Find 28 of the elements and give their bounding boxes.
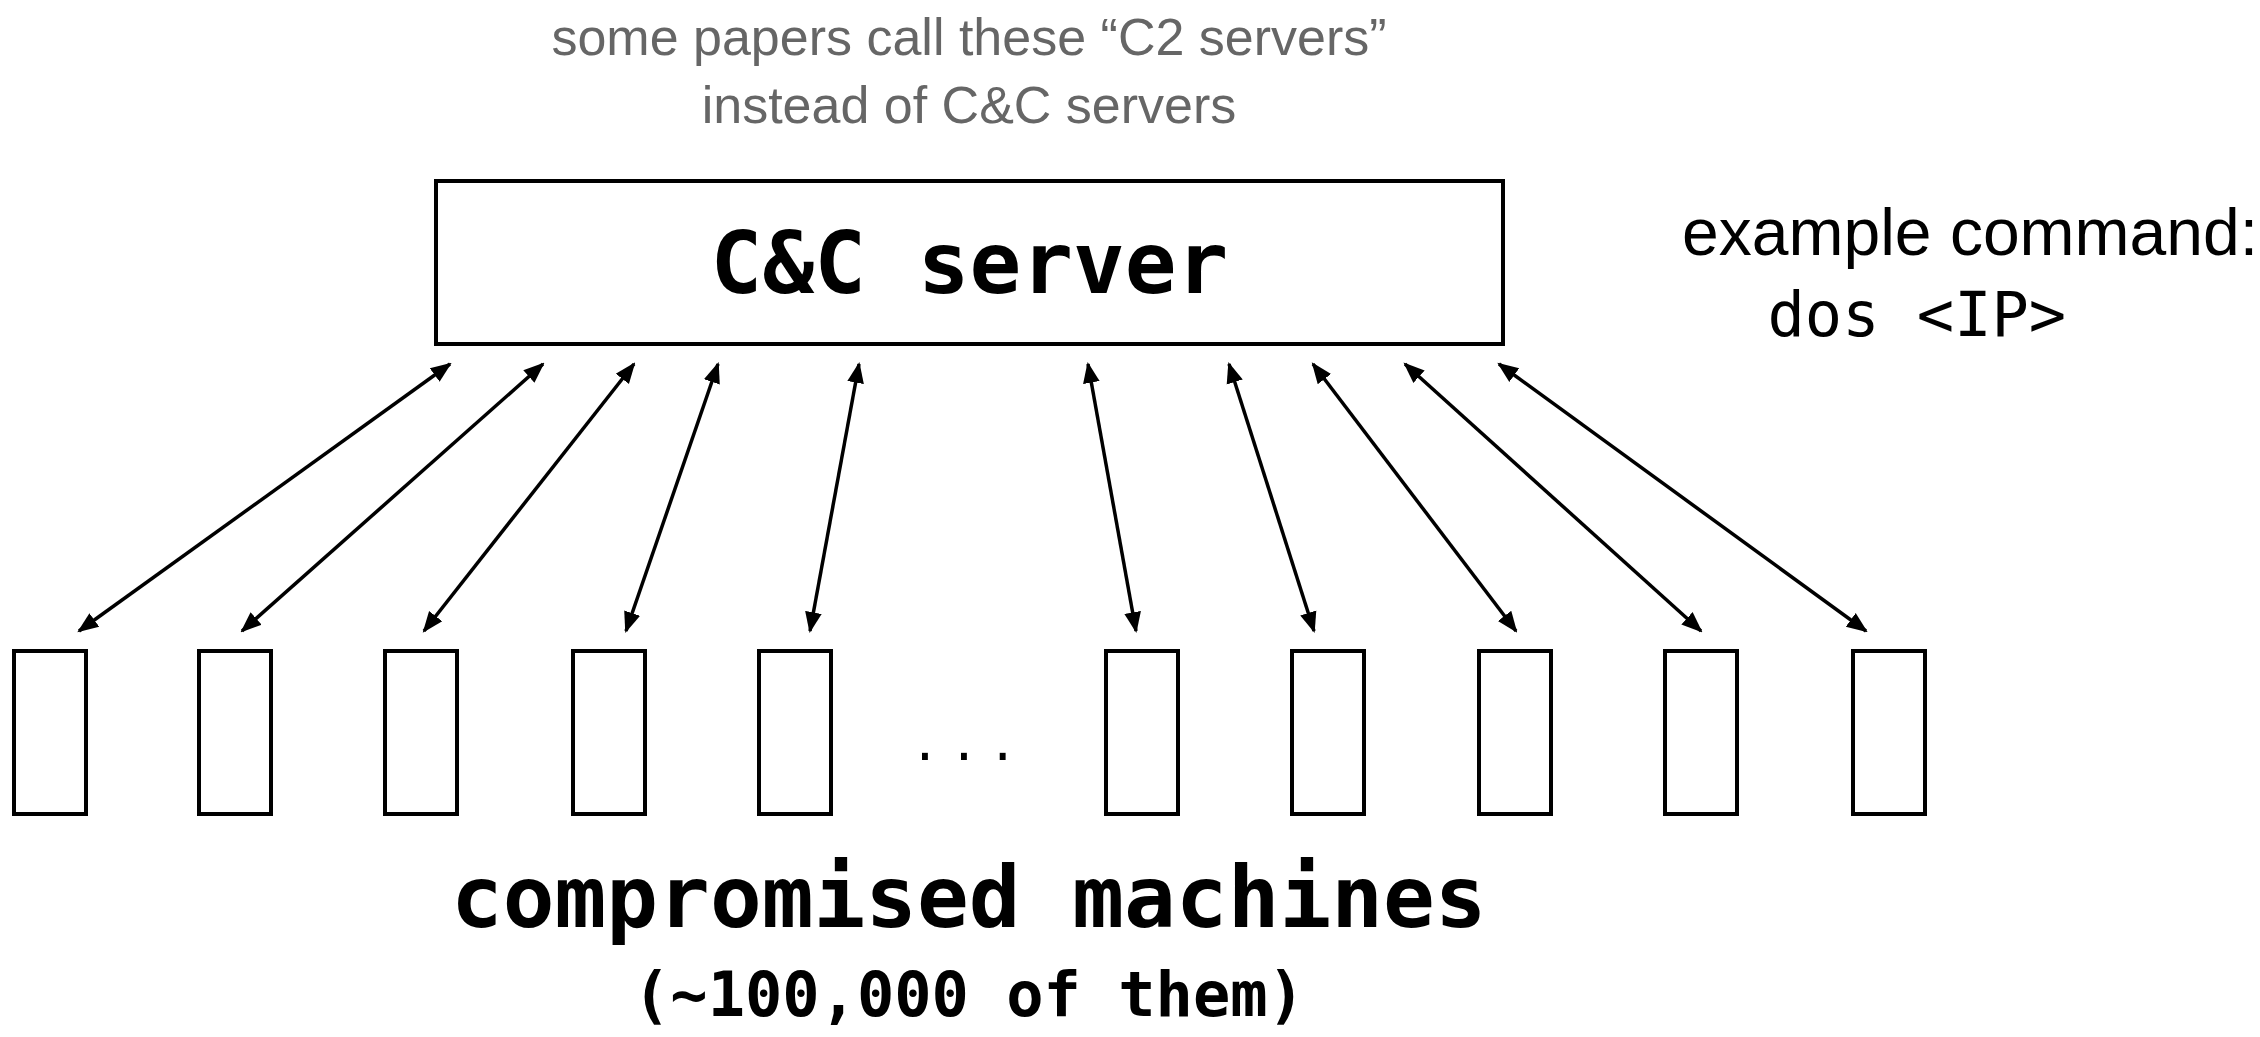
ellipsis: ... (910, 714, 1028, 773)
server-label: C&C server (710, 212, 1229, 313)
double-headed-arrow (1226, 362, 1317, 633)
double-headed-arrow (805, 361, 864, 634)
machine-box (1851, 649, 1927, 816)
double-headed-arrow (1083, 361, 1141, 634)
machine-box (383, 649, 459, 816)
machine-box (1477, 649, 1553, 816)
count-caption: (~100,000 of them) (633, 957, 1305, 1033)
double-headed-arrow (1403, 362, 1703, 633)
machines-caption: compromised machines (451, 846, 1487, 949)
machine-box (1663, 649, 1739, 816)
server-box (434, 179, 1505, 346)
double-headed-arrow (240, 362, 545, 633)
double-headed-arrow (624, 362, 720, 633)
example-caption: example command: (1682, 194, 2258, 271)
machine-box (12, 649, 88, 816)
machine-box (197, 649, 273, 816)
command-text: dos <IP> (1767, 277, 2067, 353)
double-headed-arrow (422, 362, 636, 633)
machine-box (571, 649, 647, 816)
machine-box (757, 649, 833, 816)
machine-box (1104, 649, 1180, 816)
note-text: some papers call these “C2 servers” instead of C&C servers (550, 7, 1388, 136)
machine-box (1290, 649, 1366, 816)
double-headed-arrow (1311, 362, 1518, 633)
double-headed-arrow (77, 362, 452, 633)
double-headed-arrow (1497, 362, 1868, 633)
